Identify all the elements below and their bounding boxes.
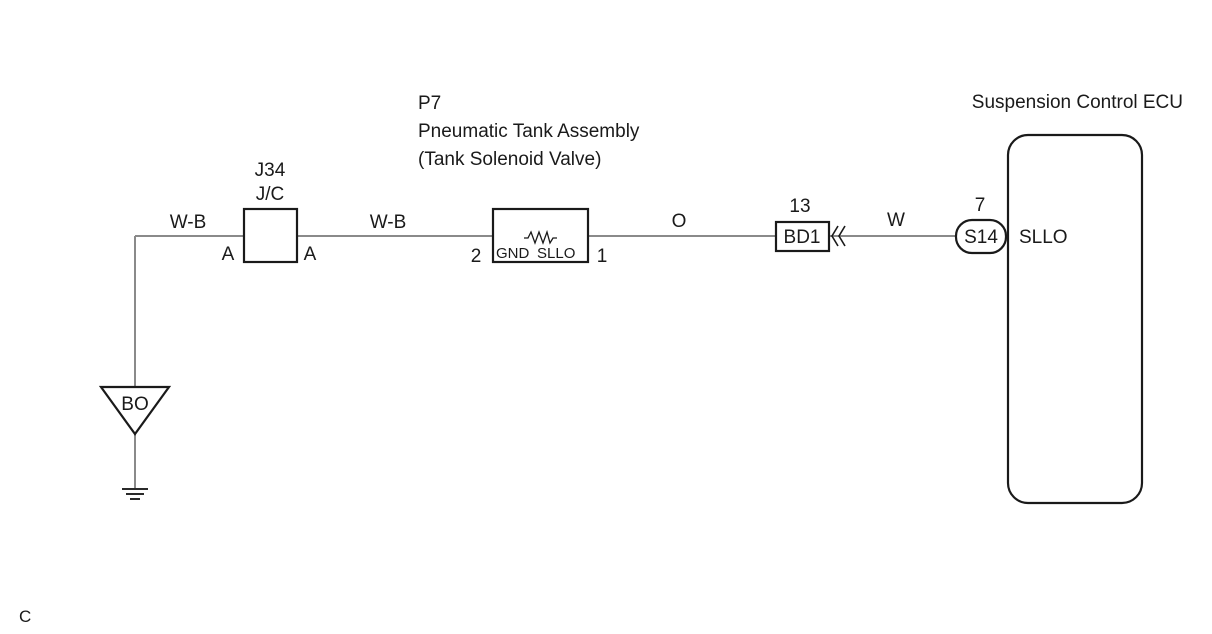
tank-pin-right: 1 — [597, 246, 608, 267]
tank-name: Pneumatic Tank Assembly — [418, 121, 640, 142]
connector-chevron-icon — [831, 225, 846, 247]
solenoid-coil-icon — [524, 229, 557, 245]
bd1-box — [774, 220, 831, 253]
ground-point-label: BO — [121, 394, 148, 415]
diagram-footer-code: C — [19, 607, 31, 626]
wire-label-tank-to-bd1: O — [672, 211, 687, 232]
wire-label-bd1-to-ecu: W — [887, 210, 905, 231]
bd1-pin-number: 13 — [789, 196, 810, 217]
ecu-pin-number: 7 — [975, 195, 986, 216]
junction-type: J/C — [256, 184, 285, 205]
suspension-control-ecu: Suspension Control ECU 7 S14 SLLO — [954, 92, 1183, 505]
pneumatic-tank-assembly: P7 Pneumatic Tank Assembly (Tank Solenoi… — [418, 93, 640, 267]
ecu-connector-badge — [954, 218, 1008, 255]
tank-code: P7 — [418, 93, 441, 114]
tank-terminal-gnd: GND — [496, 245, 530, 262]
ecu-box — [1006, 133, 1144, 505]
junction-code: J34 — [255, 160, 286, 181]
tank-pin-left: 2 — [471, 246, 482, 267]
bd1-label: BD1 — [784, 227, 821, 248]
junction-box — [242, 207, 299, 264]
wire-label-ground-to-junction: W-B — [170, 212, 207, 233]
junction-pin-left: A — [222, 244, 235, 265]
junction-pin-right: A — [304, 244, 317, 265]
ecu-title: Suspension Control ECU — [972, 92, 1183, 113]
ecu-terminal-label: SLLO — [1019, 227, 1068, 248]
connector-bd1: 13 BD1 — [774, 196, 846, 253]
ground-symbol — [122, 488, 148, 500]
ground-point-bo: BO — [98, 385, 172, 436]
wire-label-junction-to-tank: W-B — [370, 212, 407, 233]
ground-point-triangle — [98, 385, 172, 436]
ecu-connector-label: S14 — [964, 227, 998, 248]
wires — [134, 235, 956, 488]
junction-connector-j34: J34 J/C A A — [222, 160, 317, 265]
tank-terminal-sllo: SLLO — [537, 245, 575, 262]
tank-subname: (Tank Solenoid Valve) — [418, 149, 601, 170]
